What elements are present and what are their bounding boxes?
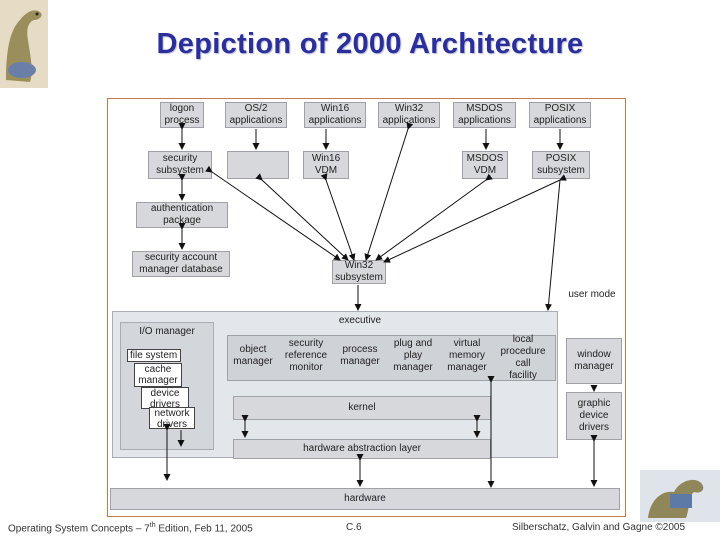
footer-slide-number: C.6 bbox=[346, 522, 362, 533]
logon-process-box: logon process bbox=[160, 102, 204, 128]
network-drivers-box: network drivers bbox=[149, 407, 195, 430]
footer-course-sup: th bbox=[149, 522, 156, 529]
win16-applications-box: Win16 applications bbox=[304, 102, 366, 128]
footer-course-text: Operating System Concepts – 7 bbox=[8, 523, 150, 535]
os2-applications-box: OS/2 applications bbox=[225, 102, 287, 128]
window-manager-box: window manager bbox=[566, 338, 622, 384]
msdos-applications-box: MSDOS applications bbox=[453, 102, 516, 128]
security-reference-monitor-label: security reference monitor bbox=[284, 338, 328, 373]
user-mode-label: user mode bbox=[568, 289, 616, 300]
io-manager-label: I/O manager bbox=[139, 326, 195, 337]
graphic-device-drivers-box: graphic device drivers bbox=[566, 392, 622, 440]
cache-manager-box: cache manager bbox=[134, 363, 182, 387]
footer-course-rest: Edition, Feb 11, 2005 bbox=[155, 523, 253, 535]
hal-box: hardware abstraction layer bbox=[233, 439, 491, 459]
executive-label: executive bbox=[338, 315, 382, 326]
hardware-box: hardware bbox=[110, 488, 620, 510]
file-system-box: file system bbox=[127, 349, 181, 362]
virtual-memory-manager-label: virtual memory manager bbox=[447, 338, 487, 373]
slide-title: Depiction of 2000 Architecture bbox=[156, 28, 584, 60]
local-procedure-call-label: local procedure call facility bbox=[500, 334, 546, 381]
dinosaur-logo-top bbox=[0, 0, 48, 88]
executive-components-strip bbox=[227, 335, 556, 381]
object-manager-label: object manager bbox=[233, 344, 273, 367]
plug-and-play-manager-label: plug and play manager bbox=[393, 338, 433, 373]
footer-copyright: Silberschatz, Galvin and Gagne ©2005 bbox=[512, 522, 686, 533]
footer-course: Operating System Concepts – 7th Edition,… bbox=[8, 522, 253, 534]
posix-applications-box: POSIX applications bbox=[529, 102, 591, 128]
process-manager-label: process manager bbox=[340, 344, 380, 367]
win32-subsystem-box: Win32 subsystem bbox=[332, 260, 386, 284]
dinosaur-logo-bottom bbox=[640, 470, 720, 522]
